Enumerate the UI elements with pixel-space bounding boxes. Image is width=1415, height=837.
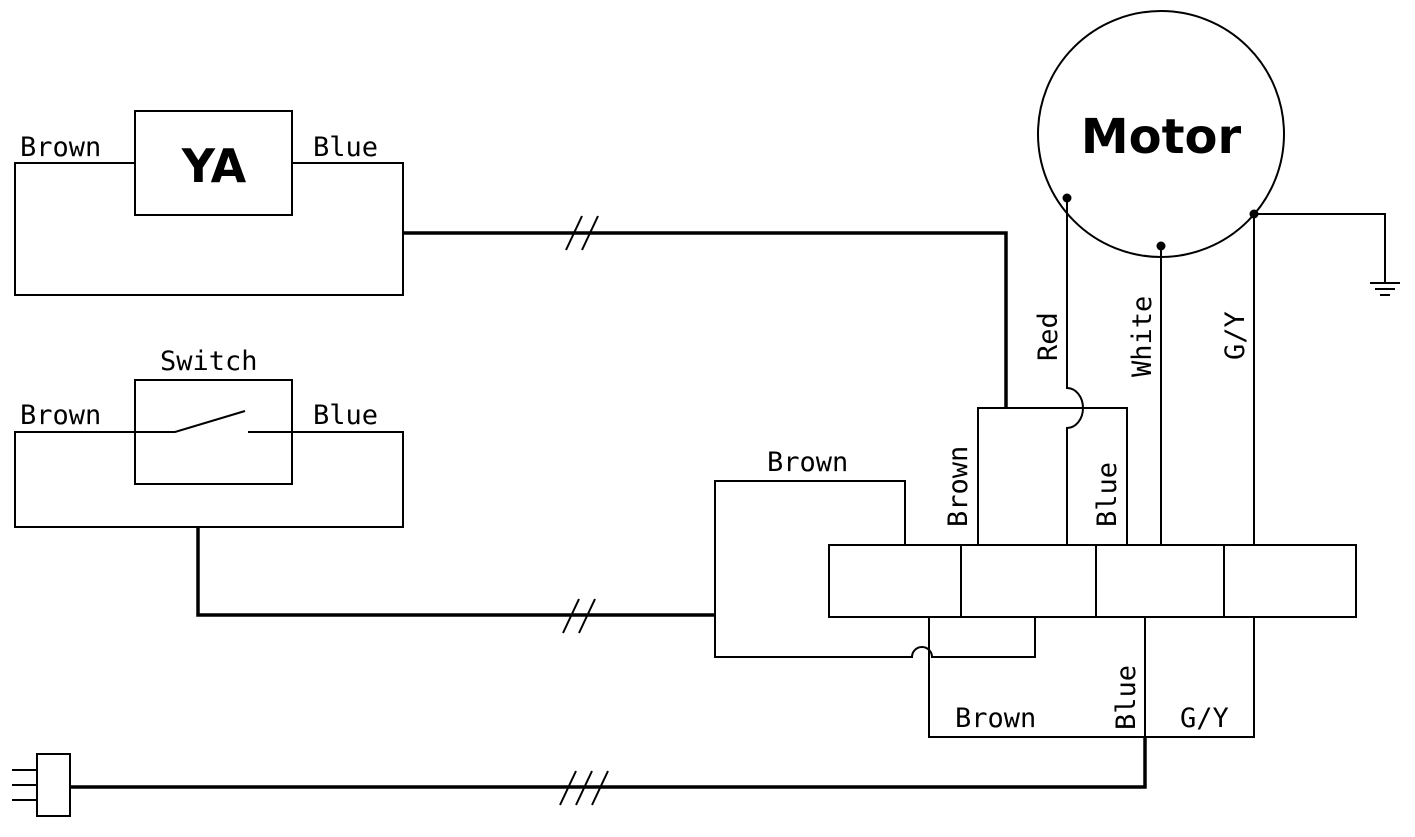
white-wire-label: White: [1127, 296, 1158, 377]
switch-circuit: Switch Brown Blue: [14, 346, 404, 528]
brown-bridge-wire: [714, 480, 1036, 658]
switch-left-wire-label: Brown: [20, 400, 101, 431]
brown-top-label: Brown: [767, 447, 848, 478]
ya-feed-break-mark: [565, 215, 599, 251]
switch-loop-wire: [14, 431, 404, 528]
motor: Motor: [1037, 10, 1285, 258]
supply-brown-wire: [928, 617, 1255, 738]
supply-cable: [70, 737, 1147, 789]
supply-brown-label: Brown: [955, 703, 1036, 734]
supply-break-mark: [559, 770, 609, 806]
ya-circuit: YA Brown Blue: [14, 110, 404, 296]
red-wire: [1066, 198, 1084, 545]
motor-internal-loop: [977, 407, 1128, 545]
gy-wire-label: G/Y: [1220, 311, 1251, 360]
ya-left-wire-label: Brown: [20, 132, 101, 163]
plug-icon: [12, 753, 71, 817]
ground-icon: [1370, 282, 1400, 296]
red-wire-label: Red: [1033, 312, 1064, 361]
terminal-block-body: [828, 544, 1357, 618]
switch-label: Switch: [160, 346, 258, 377]
brown-vertical-label: Brown: [943, 446, 974, 527]
blue-vertical-label: Blue: [1092, 462, 1123, 527]
switch-contact: [135, 410, 292, 433]
switch-right-wire-label: Blue: [313, 400, 378, 431]
switch-feed-wire: [196, 527, 715, 617]
terminal-block: [828, 544, 1357, 618]
ground-wire: [1254, 213, 1386, 283]
ya-feed-wire: [403, 231, 1008, 408]
ya-right-wire-label: Blue: [313, 132, 378, 163]
ya-label: YA: [181, 139, 247, 193]
supply-blue-label: Blue: [1111, 665, 1142, 730]
supply-gy-label: G/Y: [1180, 703, 1229, 734]
motor-label: Motor: [1081, 109, 1242, 165]
switch-feed-break-mark: [562, 598, 596, 634]
ya-loop-wire: [14, 162, 404, 296]
